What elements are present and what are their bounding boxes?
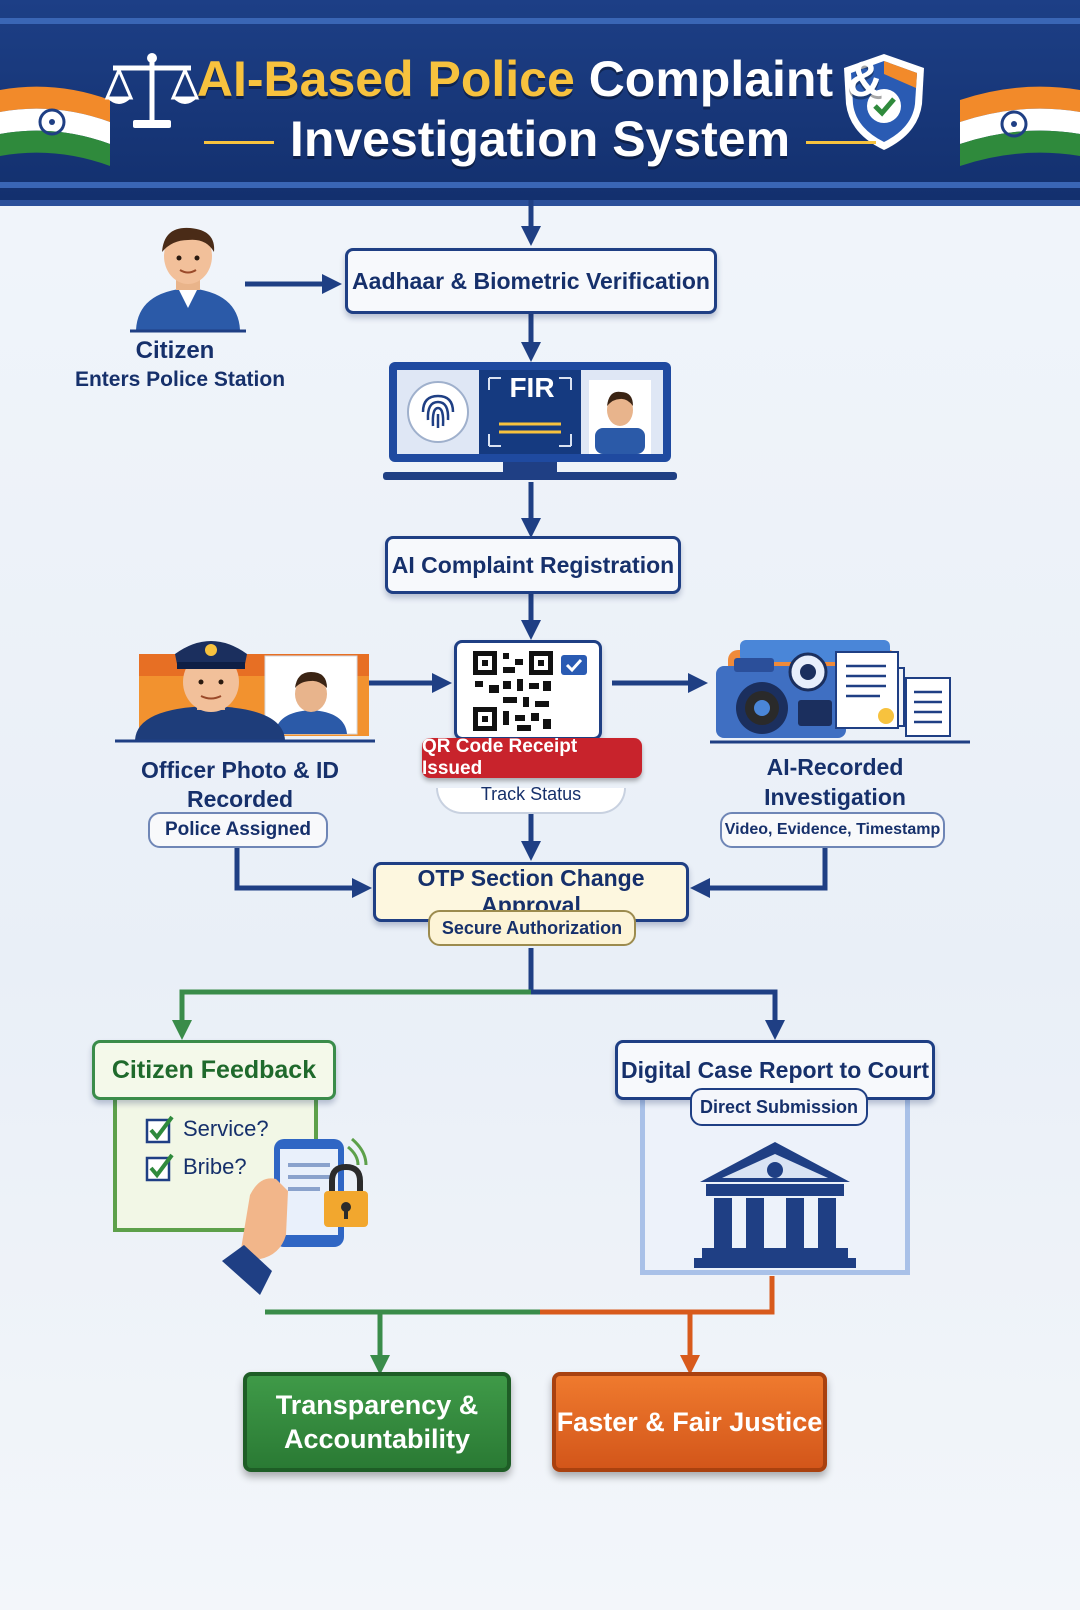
citizen-caption: Enters Police Station (74, 368, 286, 391)
feedback-item-label: Service? (183, 1116, 269, 1141)
checkbox-checked-icon (145, 1153, 174, 1182)
header-banner: AI-Based Police Complaint & Investigatio… (0, 0, 1080, 206)
feedback-item-label: Bribe? (183, 1154, 247, 1179)
header-stripe (0, 18, 1080, 24)
page-title-line-2: Investigation System (0, 110, 1080, 168)
title-highlight: AI-Based Police (196, 51, 575, 107)
arrow-otp-to-feedback (172, 989, 531, 1040)
transparency-outcome-box: Transparency & Accountability (243, 1372, 511, 1472)
checkbox-checked-icon (145, 1115, 174, 1144)
arrow-otp-to-court (528, 948, 785, 1040)
arrow-investigation-to-otp (690, 846, 828, 898)
qr-code-icon (473, 651, 553, 731)
feedback-item-service[interactable]: Service? (145, 1112, 305, 1146)
connector-court-to-outcomes (540, 1276, 775, 1315)
secure-authorization-tag: Secure Authorization (428, 910, 636, 946)
title-divider-left (203, 141, 274, 145)
ai-complaint-registration-box: AI Complaint Registration (385, 536, 681, 594)
phone-lock-icon (222, 1137, 368, 1295)
scales-of-justice-icon (104, 53, 200, 128)
citizen-feedback-title: Citizen Feedback (92, 1040, 336, 1100)
otp-approval-box: OTP Section Change Approval (373, 862, 689, 922)
track-status-text: Track Status (480, 784, 582, 804)
justice-outcome-box: Faster & Fair Justice (552, 1372, 827, 1472)
title-divider-right (806, 141, 877, 145)
aadhaar-verification-box: Aadhaar & Biometric Verification (345, 248, 717, 314)
india-flag-left-icon (0, 86, 110, 166)
investigation-caption: AI-Recorded Investigation (764, 754, 906, 810)
courthouse-icon (694, 1142, 856, 1268)
header-stripe (0, 182, 1080, 188)
officer-caption: Officer Photo & ID Recorded (140, 757, 340, 812)
officer-photo-id-icon (115, 641, 375, 743)
fir-screen-text: FIR (509, 372, 555, 403)
india-flag-right-icon (960, 86, 1080, 166)
direct-submission-tag: Direct Submission (690, 1088, 868, 1126)
title-rest: Complaint & (588, 51, 884, 107)
qr-code-card (454, 640, 602, 740)
page-title-line-1: AI-Based Police Complaint & (0, 50, 1080, 108)
arrow-officer-to-otp (234, 846, 372, 898)
citizen-avatar-icon (130, 227, 246, 333)
investigation-tag: Video, Evidence, Timestamp (720, 812, 945, 848)
shield-check-icon (844, 54, 924, 150)
title-line-2: Investigation System (289, 111, 791, 167)
feedback-item-bribe[interactable]: Bribe? (145, 1150, 305, 1184)
police-assigned-tag: Police Assigned (148, 812, 328, 848)
fir-monitor-icon (383, 362, 677, 480)
verified-check-icon (561, 655, 587, 675)
camera-evidence-icon (710, 640, 970, 744)
qr-receipt-badge: QR Code Receipt Issued (422, 736, 642, 779)
citizen-name: Citizen (135, 337, 215, 364)
